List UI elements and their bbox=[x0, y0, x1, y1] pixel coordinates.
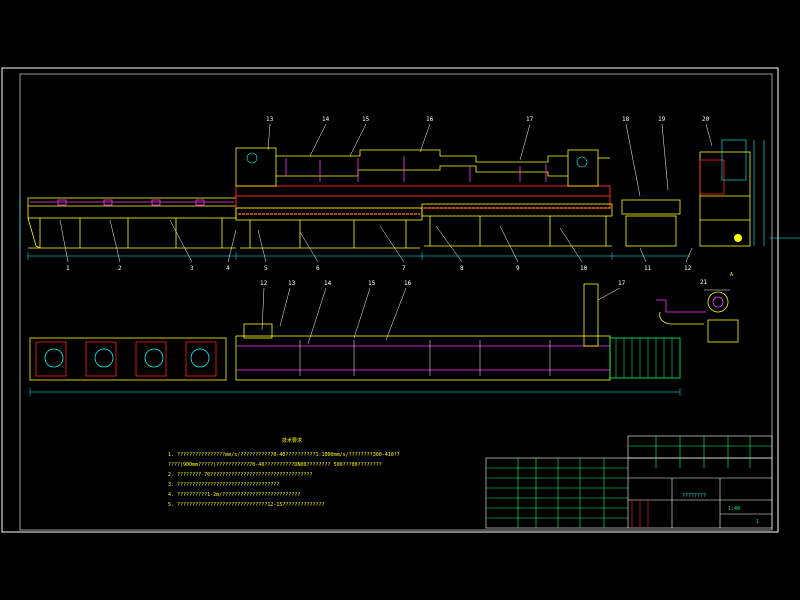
callout-labels-plan: 12 13 14 15 16 17 bbox=[260, 280, 626, 287]
tech-note-1b: ????(900mm?????)???????????70-40????????… bbox=[168, 462, 382, 468]
callout-16: 16 bbox=[426, 116, 434, 123]
section-view-a bbox=[656, 289, 739, 343]
inner-frame bbox=[19, 73, 773, 531]
callouts-elevation bbox=[59, 123, 713, 263]
callout-12: 12 bbox=[684, 265, 692, 272]
callout-plan-14: 14 bbox=[324, 280, 332, 287]
callout-5: 5 bbox=[264, 265, 268, 272]
callout-19: 19 bbox=[658, 116, 666, 123]
title-block bbox=[485, 435, 773, 529]
elevation-view bbox=[19, 139, 800, 260]
callout-1: 1 bbox=[66, 265, 70, 272]
tech-note-5: 5. ??????????????????????????????12-15??… bbox=[168, 502, 325, 508]
callout-plan-12: 12 bbox=[260, 280, 268, 287]
callout-15: 15 bbox=[362, 116, 370, 123]
drawing-name: ???????? bbox=[682, 493, 706, 499]
tech-note-3: 3. ?????????????????????????????????? bbox=[168, 482, 279, 488]
callout-plan-16: 16 bbox=[404, 280, 412, 287]
callout-plan-17: 17 bbox=[618, 280, 626, 287]
callout-8: 8 bbox=[460, 265, 464, 272]
drawing-sheet: 1 bbox=[756, 519, 759, 525]
callouts-plan bbox=[261, 287, 621, 345]
callout-13: 13 bbox=[266, 116, 274, 123]
callout-6: 6 bbox=[316, 265, 320, 272]
callout-4: 4 bbox=[226, 265, 230, 272]
callout-plan-13: 13 bbox=[288, 280, 296, 287]
callout-18: 18 bbox=[622, 116, 630, 123]
callout-14: 14 bbox=[322, 116, 330, 123]
tech-note-2: 2. ????????-70??????????????????????????… bbox=[168, 472, 313, 478]
callout-10: 10 bbox=[580, 265, 588, 272]
callout-21: 21 bbox=[700, 279, 708, 286]
tech-note-1: 1. ????????????????mm/s/??????????70-40?… bbox=[168, 452, 400, 458]
drawing-scale: 1:40 bbox=[728, 506, 740, 512]
section-mark-a-label: A bbox=[730, 272, 733, 278]
callout-17: 17 bbox=[526, 116, 534, 123]
callout-labels-elevation: 1 2 3 4 5 6 7 8 9 10 11 12 13 14 15 16 1… bbox=[66, 116, 710, 272]
callout-7: 7 bbox=[402, 265, 406, 272]
callout-11: 11 bbox=[644, 265, 652, 272]
tech-notes-title: 技术要求 bbox=[282, 437, 302, 444]
tech-note-4: 4. ??????????1-2m/??????????????????????… bbox=[168, 492, 300, 498]
outer-frame bbox=[1, 67, 779, 533]
technical-notes: 技术要求 1. ????????????????mm/s/??????????7… bbox=[168, 437, 400, 508]
callout-2: 2 bbox=[118, 265, 122, 272]
callout-plan-15: 15 bbox=[368, 280, 376, 287]
plan-view bbox=[29, 283, 681, 396]
callout-20: 20 bbox=[702, 116, 710, 123]
callout-3: 3 bbox=[190, 265, 194, 272]
callout-9: 9 bbox=[516, 265, 520, 272]
